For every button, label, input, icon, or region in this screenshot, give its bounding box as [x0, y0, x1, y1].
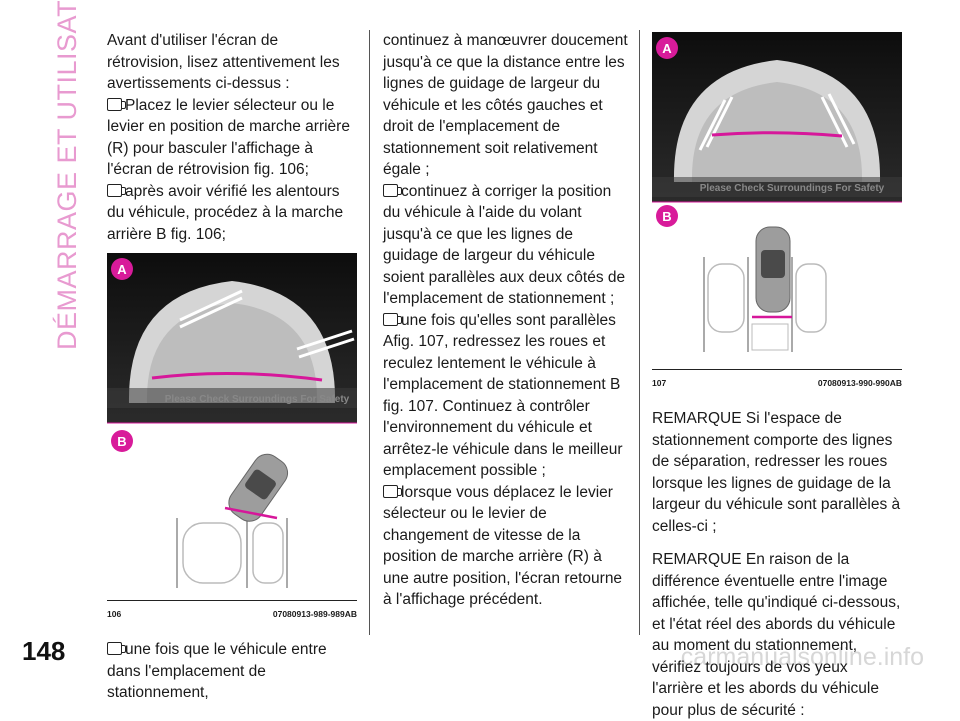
list-item: une fois que le véhicule entre dans l'em… — [107, 641, 327, 701]
column-divider — [369, 30, 370, 635]
intro-paragraph: Avant d'utiliser l'écran de rétrovision,… — [107, 32, 340, 92]
svg-text:B: B — [117, 434, 126, 449]
list-item: une fois qu'elles sont parallèles Afig. … — [383, 311, 623, 479]
parking-diagram — [703, 226, 827, 352]
parked-car — [707, 263, 745, 333]
figure-106-image: Please Check Surroundings For Safety A B — [107, 253, 357, 588]
watermark: carmanualsonline.info — [680, 643, 924, 671]
badge-a — [111, 258, 133, 280]
parked-car — [252, 522, 284, 584]
svg-text:A: A — [662, 41, 672, 56]
figure-caption: 106 07080913-989-989AB — [107, 599, 357, 626]
list-bullet-icon — [107, 642, 126, 655]
figure-106: Please Check Surroundings For Safety A B — [107, 253, 357, 625]
continued-paragraph: continuez à manœuvrer doucement jusqu'à … — [383, 32, 628, 178]
column-3: Please Check Surroundings For Safety A B… — [652, 30, 902, 721]
list-bullet-icon — [107, 183, 126, 197]
list-bullet-icon — [383, 183, 402, 197]
remark-paragraph: REMARQUE Si l'espace de stationnement co… — [652, 410, 901, 535]
overlay-text: Please Check Surroundings For Safety — [700, 183, 885, 194]
column-divider — [639, 30, 640, 635]
figure-107: Please Check Surroundings For Safety A B… — [652, 32, 902, 394]
svg-text:B: B — [662, 209, 671, 224]
parked-car — [795, 263, 827, 333]
list-item: après avoir vérifié les alentours du véh… — [107, 182, 344, 243]
page-number: 148 — [22, 636, 66, 666]
parked-car — [182, 522, 242, 584]
column-2: continuez à manœuvrer doucement jusqu'à … — [383, 30, 631, 611]
list-bullet-icon — [383, 312, 402, 326]
column-1: Avant d'utiliser l'écran de rétrovision,… — [107, 30, 357, 704]
badge-b — [656, 205, 678, 227]
badge-b — [111, 430, 133, 452]
svg-text:A: A — [117, 262, 127, 277]
distance-guide-line — [151, 371, 323, 382]
list-bullet-icon — [383, 484, 402, 498]
guide-line-left — [179, 289, 243, 322]
parking-diagram — [176, 453, 289, 588]
remark-paragraph: REMARQUE En raison de la différence éven… — [652, 551, 901, 719]
guide-line-right — [296, 329, 353, 351]
list-bullet-icon — [107, 97, 126, 111]
guide-line-left — [705, 96, 734, 148]
figure-caption: 107 07080913-990-990AB — [652, 368, 902, 395]
list-item: Placez le levier sélecteur ou le levier … — [107, 96, 350, 178]
badge-a — [656, 37, 678, 59]
section-title-vertical: DÉMARRAGE ET UTILISATION — [52, 0, 82, 350]
overlay-text: Please Check Surroundings For Safety — [165, 394, 350, 405]
list-item: lorsque vous déplacez le levier sélecteu… — [383, 483, 623, 608]
figure-107-image: Please Check Surroundings For Safety A B — [652, 32, 902, 352]
guide-line-right — [820, 96, 849, 148]
distance-guide-line — [711, 131, 843, 138]
list-item: continuez à corriger la position du véhi… — [383, 182, 626, 307]
